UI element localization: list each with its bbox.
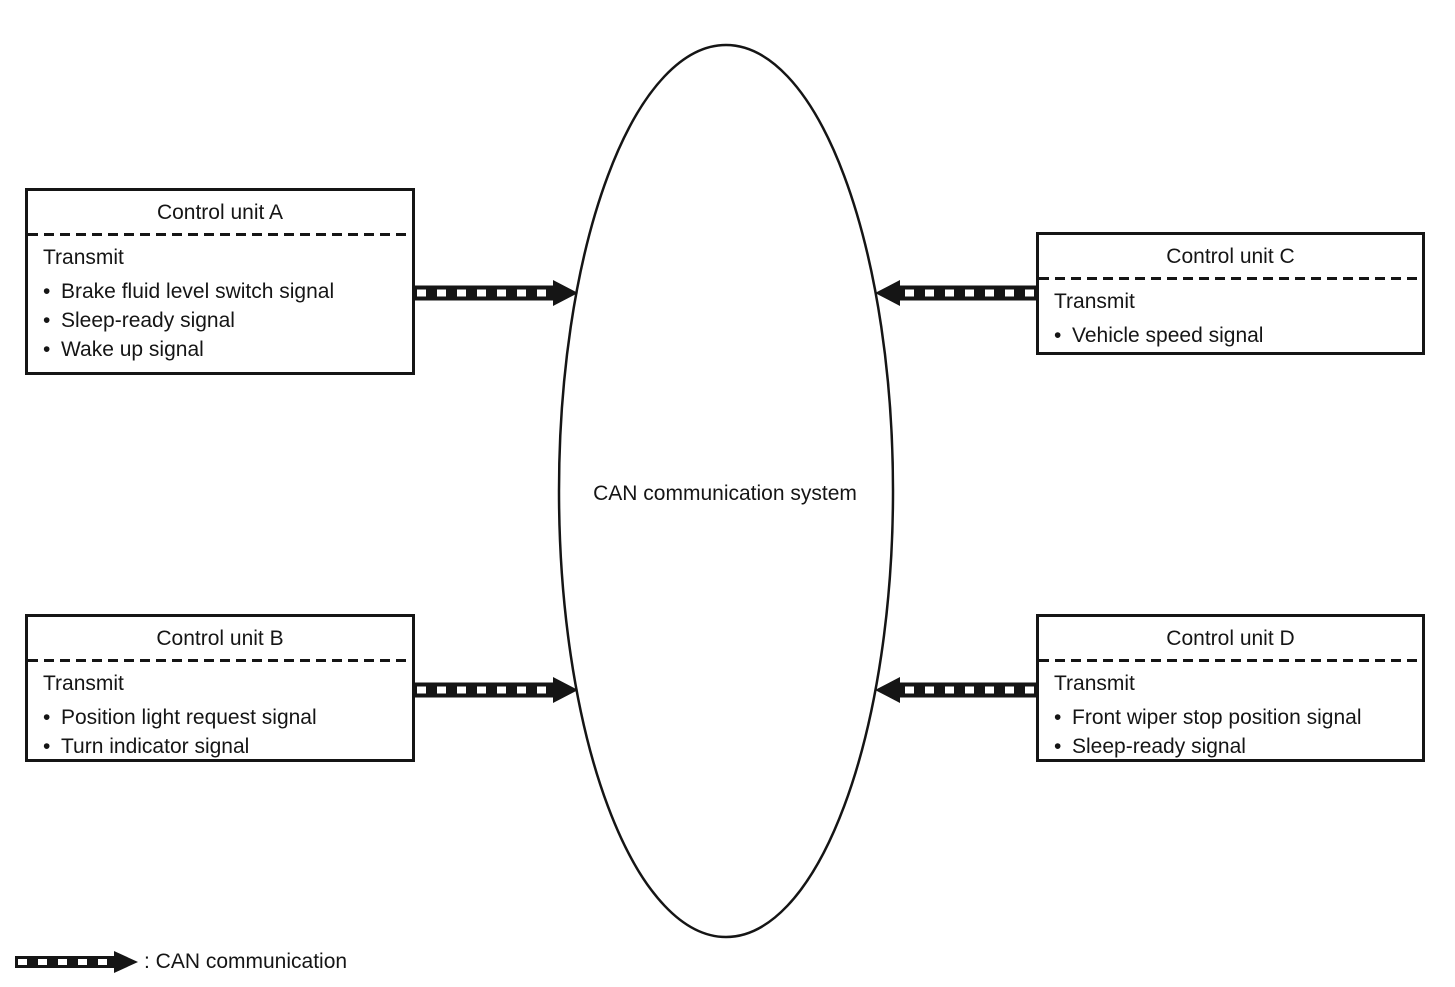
- signal-item: • Sleep-ready signal: [1054, 732, 1412, 761]
- signal-item: • Turn indicator signal: [43, 732, 402, 761]
- signal-label: Vehicle speed signal: [1072, 324, 1264, 347]
- signal-label: Sleep-ready signal: [61, 309, 235, 332]
- control-unit-b-body: Transmit • Position light request signal…: [28, 662, 412, 761]
- arrow-unit-c-to-can-icon: [875, 280, 1036, 306]
- control-unit-d-transmit-label: Transmit: [1054, 672, 1135, 695]
- bullet-glyph: •: [43, 280, 51, 303]
- control-unit-d-body: Transmit • Front wiper stop position sig…: [1039, 662, 1422, 761]
- signal-item: • Front wiper stop position signal: [1054, 703, 1412, 732]
- control-unit-b-divider: [28, 659, 412, 662]
- signal-item: • Sleep-ready signal: [43, 306, 402, 335]
- control-unit-a-body: Transmit • Brake fluid level switch sign…: [28, 236, 412, 364]
- signal-item: • Wake up signal: [43, 335, 402, 364]
- control-unit-c-title: Control unit C: [1166, 245, 1295, 268]
- control-unit-d-title: Control unit D: [1166, 627, 1295, 650]
- bullet-glyph: •: [1054, 735, 1062, 758]
- arrow-unit-b-to-can-icon: [415, 677, 578, 703]
- control-unit-c-divider: [1039, 277, 1422, 280]
- signal-label: Wake up signal: [61, 338, 204, 361]
- signal-label: Position light request signal: [61, 706, 317, 729]
- control-unit-d-divider: [1039, 659, 1422, 662]
- control-unit-c-body: Transmit • Vehicle speed signal: [1039, 280, 1422, 350]
- bullet-glyph: •: [43, 309, 51, 332]
- signal-item: • Vehicle speed signal: [1054, 321, 1412, 350]
- can-system-label: CAN communication system: [593, 482, 857, 505]
- signal-label: Front wiper stop position signal: [1072, 706, 1362, 729]
- signal-label: Brake fluid level switch signal: [61, 280, 335, 303]
- legend-label: : CAN communication: [144, 950, 348, 973]
- control-unit-a-divider: [28, 233, 412, 236]
- control-unit-b-box: Control unit B Transmit • Position light…: [25, 614, 415, 762]
- control-unit-a-box: Control unit A Transmit • Brake fluid le…: [25, 188, 415, 375]
- signal-label: Sleep-ready signal: [1072, 735, 1246, 758]
- control-unit-b-title: Control unit B: [156, 627, 284, 650]
- bullet-glyph: •: [43, 706, 51, 729]
- control-unit-c-box: Control unit C Transmit • Vehicle speed …: [1036, 232, 1425, 355]
- signal-item: • Position light request signal: [43, 703, 402, 732]
- control-unit-a-title: Control unit A: [156, 201, 284, 224]
- legend: : CAN communication: [13, 944, 347, 980]
- signal-label: Turn indicator signal: [61, 735, 250, 758]
- control-unit-c-transmit-label: Transmit: [1054, 290, 1135, 313]
- arrow-unit-d-to-can-icon: [875, 677, 1036, 703]
- bullet-glyph: •: [43, 735, 51, 758]
- bullet-glyph: •: [43, 338, 51, 361]
- signal-item: • Brake fluid level switch signal: [43, 277, 402, 306]
- can-bus-ellipse: [557, 43, 895, 939]
- arrow-unit-a-to-can-icon: [415, 280, 578, 306]
- control-unit-b-transmit-label: Transmit: [43, 672, 124, 695]
- bullet-glyph: •: [1054, 706, 1062, 729]
- can-communication-arrow-icon: [15, 951, 138, 973]
- control-unit-a-transmit-label: Transmit: [43, 246, 124, 269]
- control-unit-d-box: Control unit D Transmit • Front wiper st…: [1036, 614, 1425, 762]
- bullet-glyph: •: [1054, 324, 1062, 347]
